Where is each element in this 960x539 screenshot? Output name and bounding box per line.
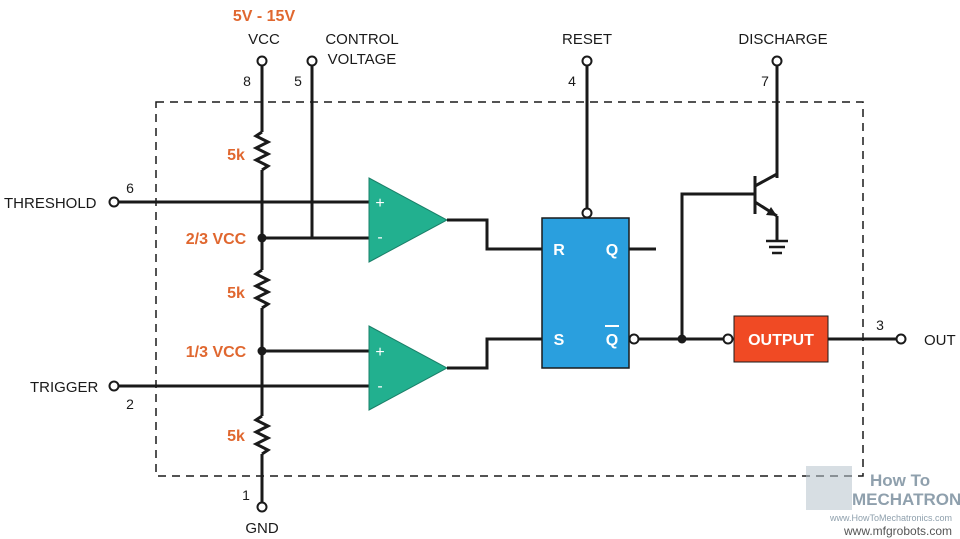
watermark-logo-icon xyxy=(806,466,852,510)
tap-1-3-vcc-label: 1/3 VCC xyxy=(186,344,247,361)
threshold-comparator xyxy=(368,177,449,263)
vcc-label: VCC xyxy=(248,31,280,48)
trigger-label: TRIGGER xyxy=(30,379,99,396)
pin-3-terminal xyxy=(895,333,907,345)
resistor-1 xyxy=(252,130,272,172)
pin-4-terminal xyxy=(581,55,593,67)
control-label-line1: CONTROL xyxy=(325,31,398,48)
input-wiring xyxy=(119,200,369,388)
resistor-2 xyxy=(252,268,272,310)
flip-flop-r-label: R xyxy=(553,242,565,259)
pin-8-terminal xyxy=(256,55,268,67)
pin-1-terminal xyxy=(256,501,268,513)
pin-number-7: 7 xyxy=(761,73,769,89)
qbar-junction xyxy=(677,334,687,344)
qbar-bubble xyxy=(628,333,640,345)
sr-flip-flop xyxy=(541,217,630,369)
pin-2-terminal xyxy=(108,380,120,392)
resistor-3 xyxy=(252,414,272,456)
watermark-line3: www.HowToMechatronics.com xyxy=(829,513,952,523)
reset-label: RESET xyxy=(562,31,612,48)
watermark-line1: How To xyxy=(870,471,930,490)
pin-number-1: 1 xyxy=(242,487,250,503)
ground-symbol-icon xyxy=(766,239,788,255)
divider-wiring xyxy=(252,66,272,502)
watermark-line4: www.mfgrobots.com xyxy=(843,524,952,538)
control-wiring xyxy=(262,66,369,240)
output-stage xyxy=(733,315,829,363)
pin-number-2: 2 xyxy=(126,396,134,412)
flip-flop-qbar-label: Q xyxy=(606,332,618,349)
gnd-label: GND xyxy=(245,520,279,537)
discharge-transistor-icon xyxy=(753,172,779,240)
out-label: OUT xyxy=(924,332,956,349)
pin-6-terminal xyxy=(108,196,120,208)
comparator-2-minus: - xyxy=(377,378,382,395)
pin-number-5: 5 xyxy=(294,73,302,89)
reset-inverter-bubble xyxy=(581,207,593,219)
chip-outline xyxy=(155,101,864,477)
flip-flop-s-label: S xyxy=(554,332,565,349)
pin-number-4: 4 xyxy=(568,73,576,89)
tap-2-3-vcc-label: 2/3 VCC xyxy=(186,231,247,248)
resistor-3-value: 5k xyxy=(227,428,245,445)
threshold-label: THRESHOLD xyxy=(4,195,97,212)
watermark: How To MECHATRONICS www.HowToMechatronic… xyxy=(806,466,960,538)
flip-flop-q-label: Q xyxy=(606,242,618,259)
pin-5-terminal xyxy=(306,55,318,67)
pin-number-6: 6 xyxy=(126,180,134,196)
pin-7-terminal xyxy=(771,55,783,67)
pin-number-3: 3 xyxy=(876,317,884,333)
trigger-comparator xyxy=(368,325,449,411)
comparator-2-plus: + xyxy=(375,344,384,361)
output-input-bubble xyxy=(722,333,734,345)
pin-number-8: 8 xyxy=(243,73,251,89)
comparator-1-plus: + xyxy=(375,195,384,212)
output-stage-label: OUTPUT xyxy=(748,332,814,349)
watermark-line2: MECHATRONICS xyxy=(852,490,960,509)
supply-range-label: 5V - 15V xyxy=(233,8,296,25)
control-label-line2: VOLTAGE xyxy=(328,51,397,68)
discharge-label: DISCHARGE xyxy=(738,31,827,48)
resistor-2-value: 5k xyxy=(227,285,245,302)
comparator-1-minus: - xyxy=(377,229,382,246)
resistor-1-value: 5k xyxy=(227,147,245,164)
emitter-arrow-icon xyxy=(766,207,777,216)
comparator-output-wiring xyxy=(447,218,542,370)
